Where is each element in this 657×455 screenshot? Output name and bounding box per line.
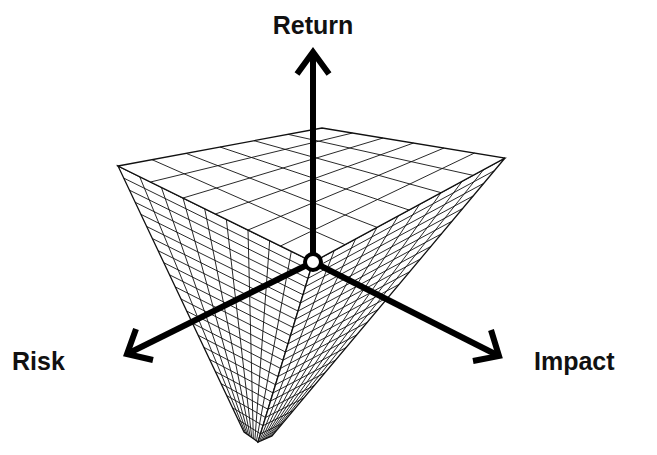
grid-line bbox=[204, 347, 276, 384]
grid-line bbox=[192, 323, 280, 368]
grid-line bbox=[183, 138, 383, 198]
grid-line bbox=[266, 204, 420, 438]
grid-line bbox=[269, 181, 462, 437]
grid-line bbox=[270, 170, 483, 437]
axes bbox=[127, 52, 499, 361]
grid-line bbox=[263, 411, 293, 426]
grid-line bbox=[147, 226, 301, 302]
grid-line bbox=[210, 359, 273, 392]
arrow-head bbox=[473, 330, 499, 361]
grid-line bbox=[268, 385, 314, 409]
grid-line bbox=[124, 178, 311, 270]
grid-line bbox=[198, 335, 278, 376]
return-axis bbox=[310, 52, 316, 262]
grid-line bbox=[286, 297, 389, 352]
grid-line bbox=[233, 408, 263, 426]
grid-line bbox=[271, 373, 325, 401]
grid-line bbox=[308, 183, 484, 278]
grid-line bbox=[303, 209, 463, 295]
cube-grid bbox=[124, 133, 495, 441]
grid-line bbox=[164, 263, 293, 328]
grid-line bbox=[281, 322, 368, 368]
grid-line bbox=[264, 216, 398, 440]
grid-line bbox=[129, 190, 308, 278]
grid-line bbox=[261, 423, 283, 433]
grid-line bbox=[215, 372, 270, 402]
arrow-head bbox=[127, 329, 153, 360]
grid-line bbox=[278, 335, 357, 377]
axis-label: Risk bbox=[12, 346, 65, 376]
grid-line bbox=[152, 239, 298, 312]
grid-line bbox=[283, 310, 378, 361]
grid-line bbox=[281, 153, 475, 246]
grid-line bbox=[248, 148, 444, 230]
grid-line bbox=[135, 202, 305, 286]
impact-axis bbox=[313, 262, 499, 356]
grid-line bbox=[298, 234, 441, 311]
grid-line bbox=[276, 348, 347, 385]
grid-line bbox=[151, 133, 353, 182]
origin-dot bbox=[305, 254, 321, 270]
arrow-head bbox=[297, 52, 329, 74]
axis-label: Impact bbox=[534, 346, 615, 376]
axis-label: Return bbox=[273, 10, 354, 40]
grid-line bbox=[238, 420, 260, 434]
grid-line bbox=[227, 396, 266, 418]
grid-line bbox=[273, 360, 336, 393]
grid-line bbox=[158, 251, 295, 320]
risk-axis bbox=[127, 262, 313, 354]
grid-line bbox=[175, 287, 288, 344]
